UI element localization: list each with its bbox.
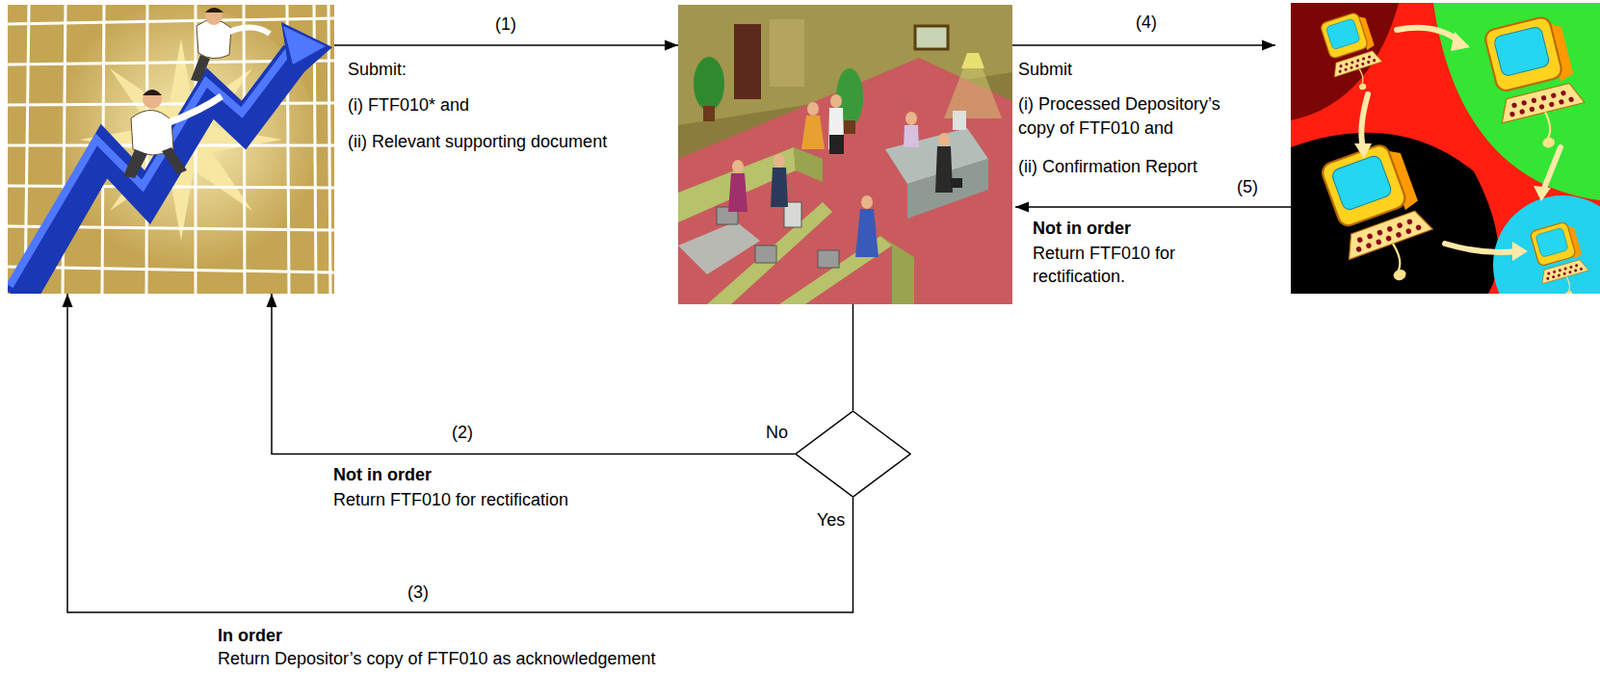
flow-connector bbox=[1012, 40, 1276, 52]
callout-number: (4) bbox=[1132, 11, 1160, 33]
submit-item: (i) FTF010* and bbox=[347, 94, 470, 116]
branch-label: Yes bbox=[816, 509, 845, 531]
connector-line bbox=[1015, 206, 1291, 209]
depositor-illustration bbox=[7, 4, 335, 294]
flow-connector bbox=[266, 293, 796, 455]
connector-line bbox=[1012, 44, 1276, 47]
arrowhead bbox=[62, 293, 74, 308]
callout-number: (5) bbox=[1233, 176, 1261, 198]
status-heading: Not in order bbox=[333, 464, 432, 486]
status-note: Return Depositor’s copy of FTF010 as ack… bbox=[217, 648, 656, 670]
system-node bbox=[1290, 2, 1600, 294]
callout-number: (2) bbox=[448, 421, 476, 444]
status-heading: Not in order bbox=[1032, 217, 1131, 239]
flow-connector bbox=[852, 304, 854, 411]
office-node bbox=[678, 4, 1013, 305]
connector-line bbox=[334, 44, 679, 47]
submit-item: (i) Processed Depository’s copy of FTF01… bbox=[1018, 92, 1255, 141]
callout-number: (3) bbox=[404, 581, 432, 604]
submit-item: (ii) Relevant supporting document bbox=[347, 131, 607, 153]
connector-line bbox=[852, 304, 855, 411]
callout-number: (1) bbox=[492, 13, 520, 35]
decision-diamond-outline bbox=[794, 410, 912, 499]
submit-heading: Submit bbox=[1018, 58, 1073, 80]
arrowhead bbox=[664, 40, 679, 52]
flow-connector bbox=[62, 293, 854, 613]
status-note: Return FTF010 for rectification bbox=[333, 489, 569, 511]
branch-label: No bbox=[765, 421, 788, 444]
arrowhead bbox=[1015, 202, 1029, 213]
connector-line bbox=[67, 293, 854, 613]
flow-connector bbox=[1015, 202, 1291, 213]
status-note: Return FTF010 for rectification. bbox=[1032, 241, 1202, 289]
decision-diamond bbox=[794, 410, 912, 499]
arrowhead bbox=[1261, 40, 1276, 52]
depositor-node bbox=[7, 4, 335, 294]
submit-heading: Submit: bbox=[347, 58, 407, 80]
computers-illustration bbox=[1290, 2, 1600, 294]
office-illustration bbox=[678, 4, 1013, 305]
connector-line bbox=[271, 293, 795, 455]
flow-connector bbox=[334, 40, 679, 52]
submit-item: (ii) Confirmation Report bbox=[1018, 156, 1198, 178]
status-heading: In order bbox=[217, 625, 283, 647]
arrowhead bbox=[266, 293, 278, 308]
